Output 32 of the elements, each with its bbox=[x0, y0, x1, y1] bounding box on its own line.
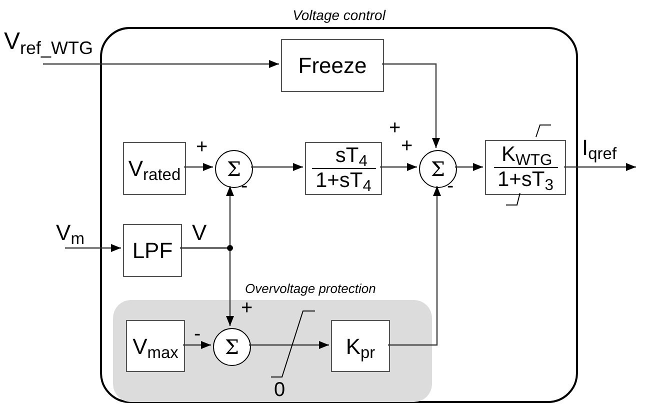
signal-arrow bbox=[380, 163, 417, 171]
signal-arrow bbox=[43, 60, 279, 68]
sign-label: + bbox=[196, 137, 208, 157]
summing-junction: Σ bbox=[213, 328, 251, 366]
sign-label: + bbox=[241, 298, 253, 318]
sign-label: + bbox=[401, 136, 413, 156]
signal-arrow bbox=[183, 341, 211, 349]
signal-arrow bbox=[455, 163, 483, 171]
signal-arrow bbox=[564, 163, 636, 171]
sign-label: 0 bbox=[274, 380, 286, 400]
transfer-function-block: sT$_{4}$ 1+sT$_{4}$ bbox=[305, 142, 382, 195]
transfer-function-block: K$_{WTG}$ 1+sT$_{3}$ bbox=[485, 140, 566, 195]
block-box: Freeze bbox=[281, 39, 384, 92]
sign-label: - bbox=[241, 176, 248, 196]
block-box: V$_{rated}$ bbox=[123, 142, 186, 195]
group-title: Overvoltage protection bbox=[245, 280, 376, 298]
sign-label: - bbox=[447, 176, 454, 196]
group-title: Voltage control bbox=[292, 6, 387, 25]
signal-arrow bbox=[249, 341, 329, 349]
block-box: LPF bbox=[123, 224, 182, 277]
block-box: K$_{pr}$ bbox=[331, 320, 390, 372]
signal-label: V$_{m}$ bbox=[56, 222, 84, 244]
signal-arrow bbox=[388, 186, 441, 346]
sign-label: - bbox=[194, 324, 201, 344]
signal-arrow bbox=[184, 163, 213, 171]
signal-label: V bbox=[192, 222, 207, 244]
signal-arrow bbox=[65, 244, 121, 252]
sign-label: + bbox=[389, 118, 401, 138]
signal-arrow bbox=[382, 63, 440, 148]
signal-arrow bbox=[180, 247, 234, 326]
block-box: V$_{max}$ bbox=[126, 320, 185, 372]
signal-arrow bbox=[251, 163, 303, 171]
